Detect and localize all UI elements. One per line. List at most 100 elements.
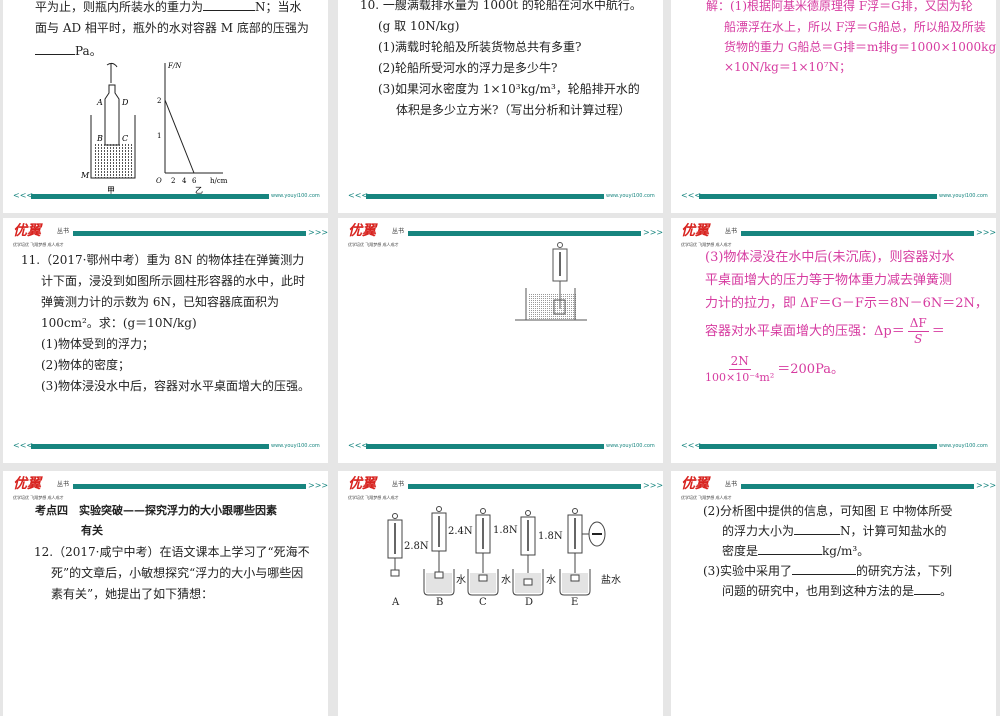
slide-thumbnail-4[interactable]: 优翼丛书优学培优 飞翔梦想 成人成才>>> 11.（2017·鄂州中考）重为 8…: [3, 218, 328, 463]
header-bar: [73, 484, 306, 489]
text-line: 素有关”，她提出了如下猜想：: [51, 587, 214, 601]
reading-c: 1.8N: [493, 525, 518, 536]
footer-bar: [699, 194, 937, 199]
reading-d: 1.8N: [538, 531, 563, 542]
forward-arrows-icon: >>>: [976, 228, 996, 237]
spring-scale-setup: [559, 508, 606, 596]
x-tick: 4: [182, 177, 187, 185]
brand-logo: 优翼: [13, 476, 41, 492]
slide-thumbnail-7[interactable]: 优翼丛书优学培优 飞翔梦想 成人成才>>> 考点四 实验突破——探究浮力的大小跟…: [3, 471, 328, 716]
slide-thumbnail-9[interactable]: 优翼丛书优学培优 飞翔梦想 成人成才>>> (2)分析图中提供的信息，可知图 E…: [671, 471, 996, 716]
slide-thumbnail-5[interactable]: 优翼丛书优学培优 飞翔梦想 成人成才>>> <<<www.youyi100.co…: [338, 218, 663, 463]
slide-thumbnail-8[interactable]: 优翼丛书优学培优 飞翔梦想 成人成才>>> 2.8N 2.4N 1.8N: [338, 471, 663, 716]
text-line: (2)物体的密度；: [41, 358, 130, 372]
answer-blank: [792, 563, 856, 575]
answer-line: 解：(1)根据阿基米德原理得 F浮＝G排，又因为轮: [706, 0, 973, 13]
forward-arrows-icon: >>>: [308, 481, 328, 490]
spring-scale-setup: [423, 506, 455, 596]
x-tick: 2: [171, 177, 175, 185]
answer-line: ×10N/kg＝1×10⁷N；: [724, 60, 852, 74]
slide-header: 优翼丛书优学培优 飞翔梦想 成人成才>>>: [681, 477, 996, 501]
text-line: 面与 AD 相平时，瓶外的水对容器 M 底部的压强为: [35, 21, 309, 35]
text-line: 弹簧测力计的示数为 6N，已知容器底面积为: [41, 295, 279, 309]
back-arrows-icon: <<<: [348, 191, 369, 200]
footer-bar: [366, 194, 604, 199]
brand-series: 丛书: [57, 228, 70, 235]
back-arrows-icon: <<<: [681, 441, 702, 450]
header-bar: [741, 231, 974, 236]
brand-series: 丛书: [392, 481, 405, 488]
brand-logo: 优翼: [348, 476, 376, 492]
brand-logo: 优翼: [13, 223, 41, 239]
text-line: (g 取 10N/kg): [378, 19, 460, 33]
slide-header: 优翼丛书优学培优 飞翔梦想 成人成才>>>: [348, 476, 663, 501]
answer-blank: [203, 0, 256, 11]
brand-tagline: 优学培优 飞翔梦想 成人成才: [681, 495, 732, 500]
slide-footer: <<< www.youyi100.com: [348, 441, 655, 451]
slide-header: 优翼 丛书优学培优 飞翔梦想 成人成才 >>>: [681, 223, 996, 248]
back-arrows-icon: <<<: [13, 441, 34, 450]
brand-series: 丛书: [725, 228, 738, 235]
slide-thumbnail-3[interactable]: <<< www.youyi100.com 解：(1)根据阿基米德原理得 F浮＝G排…: [671, 0, 996, 213]
reading-a: 2.8N: [404, 541, 429, 552]
brand-logo: 优翼: [681, 223, 709, 239]
text-line: 死”的文章后，小敏想探究“浮力的大小与哪些因: [51, 566, 304, 580]
brand-logo: 优翼: [348, 223, 376, 239]
liquid-label-b: 水: [456, 575, 466, 586]
header-bar: [73, 231, 306, 236]
label-c: C: [122, 134, 128, 143]
spring-scale-setup: [467, 508, 499, 596]
text-line: Pa。: [35, 43, 102, 59]
footer-url: www.youyi100.com: [271, 443, 320, 449]
figure-label-e: E: [571, 597, 579, 608]
fraction-denominator: S: [914, 332, 923, 346]
section-heading: 考点四 实验突破——探究浮力的大小跟哪些因素: [35, 504, 277, 517]
footer-bar: [699, 444, 937, 449]
footer-url: www.youyi100.com: [606, 443, 655, 449]
back-arrows-icon: <<<: [348, 441, 369, 450]
figure-label-d: D: [525, 597, 534, 608]
brand-series: 丛书: [57, 481, 70, 488]
figure-label-b: B: [436, 597, 444, 608]
header-bar: [741, 484, 974, 489]
footer-bar: [366, 444, 604, 449]
fraction-denominator: 100×10⁻⁴m²: [705, 371, 775, 384]
section-heading-cont: 有关: [81, 524, 103, 537]
liquid-label-c: 水: [501, 575, 511, 586]
answer-result: ＝200Pa。: [777, 361, 844, 377]
answer-line: (3)物体浸没在水中后(未沉底)，则容器对水: [705, 250, 955, 265]
brand-tagline: 优学培优 飞翔梦想 成人成才: [13, 242, 64, 247]
answer-line: 船漂浮在水上，所以 F浮＝G船总，所以船及所装: [724, 20, 986, 34]
footer-bar: [31, 444, 269, 449]
spring-scale-setup: [512, 510, 544, 596]
fraction-numerator: 2N: [728, 354, 751, 370]
answer-line: 平桌面增大的压力等于物体重力减去弹簧测: [705, 273, 953, 288]
y-tick: 1: [157, 132, 161, 140]
brand-tagline: 优学培优 飞翔梦想 成人成才: [681, 242, 732, 247]
brand-tagline: 优学培优 飞翔梦想 成人成才: [348, 495, 399, 500]
slide-thumbnail-6[interactable]: 优翼 丛书优学培优 飞翔梦想 成人成才 >>> (3)物体浸没在水中后(未沉底)，则…: [671, 218, 996, 463]
slide-footer: <<<www.youyi100.com: [681, 441, 988, 451]
footer-url: www.youyi100.com: [939, 193, 988, 199]
slide-thumbnail-2[interactable]: <<<www.youyi100.com 10. 一艘满载排水量为 1000t 的…: [338, 0, 663, 213]
text-line: 计下面，浸没到如图所示圆柱形容器的水中，此时: [41, 274, 306, 288]
reading-b: 2.4N: [448, 526, 473, 537]
text-line: (3)如果河水密度为 1×10³kg/m³，轮船排开水的: [378, 82, 640, 96]
slide-footer: <<< www.youyi100.com: [13, 441, 320, 451]
spring-scale-setup: [387, 513, 403, 577]
spring-scale-in-water-figure: [515, 242, 587, 321]
answer-blank: [794, 523, 841, 535]
question-12: 12.（2017·咸宁中考）在语文课本上学习了“死海不: [34, 545, 310, 559]
text-line: 体积是多少立方米?（写出分析和计算过程）: [396, 103, 631, 117]
text-line: 问题的研究中，也用到这种方法的是。: [722, 584, 953, 598]
back-arrows-icon: <<<: [681, 191, 702, 200]
header-bar: [408, 231, 641, 236]
